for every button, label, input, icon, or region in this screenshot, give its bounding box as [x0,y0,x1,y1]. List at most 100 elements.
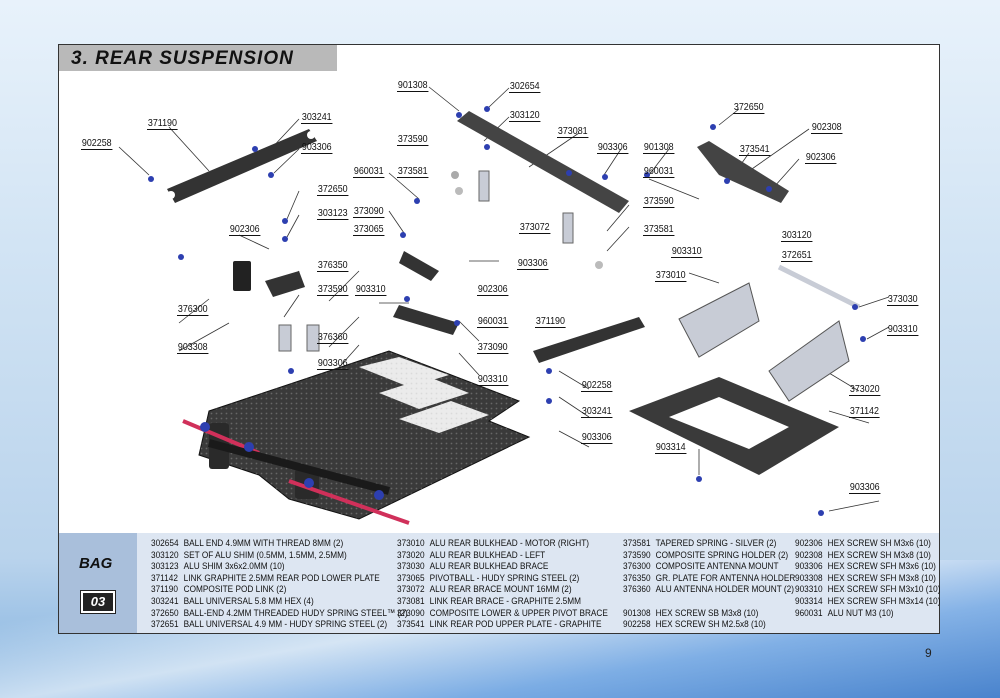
callout-label: 373065 [353,223,385,236]
callout-label: 373590 [643,195,675,208]
callout-label: 303120 [509,109,541,122]
callout-label: 901308 [397,79,429,92]
callout-label: 372651 [781,249,813,262]
manual-page: 3. REAR SUSPENSION [58,44,940,634]
screws [148,106,866,516]
suspension-assembly [182,419,410,525]
callout-label: 903306 [597,141,629,154]
callout-label: 902308 [811,121,843,134]
callout-label: 302654 [509,80,541,93]
callout-label: 373541 [739,143,771,156]
pod-link-upper [167,129,317,203]
callout-label: 903306 [849,481,881,494]
callout-label: 902258 [81,137,113,150]
pod-link-lower [533,317,645,363]
callout-label: 376350 [317,259,349,272]
callout-label: 903308 [177,341,209,354]
callout-label: 903310 [671,245,703,258]
callout-label: 903306 [517,257,549,270]
callout-label: 903306 [317,357,349,370]
callout-label: 371190 [147,117,178,130]
callout-label: 372650 [733,101,765,114]
callout-label: 303123 [317,207,349,220]
callout-label: 903310 [355,283,387,296]
callout-label: 902306 [229,223,261,236]
callout-label: 903310 [887,323,919,336]
callout-label: 960031 [643,165,675,178]
callout-label: 960031 [477,315,509,328]
callout-label: 376300 [177,303,209,316]
callout-label: 373090 [353,205,385,218]
callout-label: 903310 [477,373,509,386]
lower-pod-plate [629,377,839,475]
callout-label: 902306 [805,151,837,164]
exploded-diagram: 902258 371190 303241 903306 901308 30265… [59,71,939,533]
callout-label: 303241 [581,405,613,418]
callout-label: 373072 [519,221,551,234]
callout-label: 371142 [849,405,880,418]
bag-number: 03 [80,590,116,614]
rear-brace-link [457,111,629,213]
callout-label: 373081 [557,125,589,138]
callout-label: 303241 [301,111,333,124]
callout-label: 902258 [581,379,613,392]
callout-label: 373590 [317,283,349,296]
callout-label: 902306 [477,283,509,296]
chassis-texture [199,351,529,519]
callout-label: 903306 [301,141,333,154]
part-row [623,596,795,608]
callout-label: 903306 [581,431,613,444]
callout-label: 372650 [317,183,349,196]
page-title: 3. REAR SUSPENSION [71,48,294,69]
callout-label: 373581 [397,165,429,178]
callout-label: 373020 [849,383,881,396]
callout-label: 960031 [353,165,385,178]
callout-label: 373030 [887,293,919,306]
callout-label: 903314 [655,441,687,454]
bag-box: BAG 03 [59,533,137,633]
small-parts [233,170,603,352]
rear-bulkheads [678,282,850,402]
page-number: 9 [925,646,932,660]
callout-label: 376360 [317,331,349,344]
parts-illustration [118,86,890,525]
upper-pod-plate [697,141,789,203]
callout-label: 373010 [655,269,687,282]
callout-label: 303120 [781,229,813,242]
callout-label: 373581 [643,223,675,236]
bag-label: BAG [79,555,113,572]
callout-label: 371190 [535,315,566,328]
callout-label: 373090 [477,341,509,354]
